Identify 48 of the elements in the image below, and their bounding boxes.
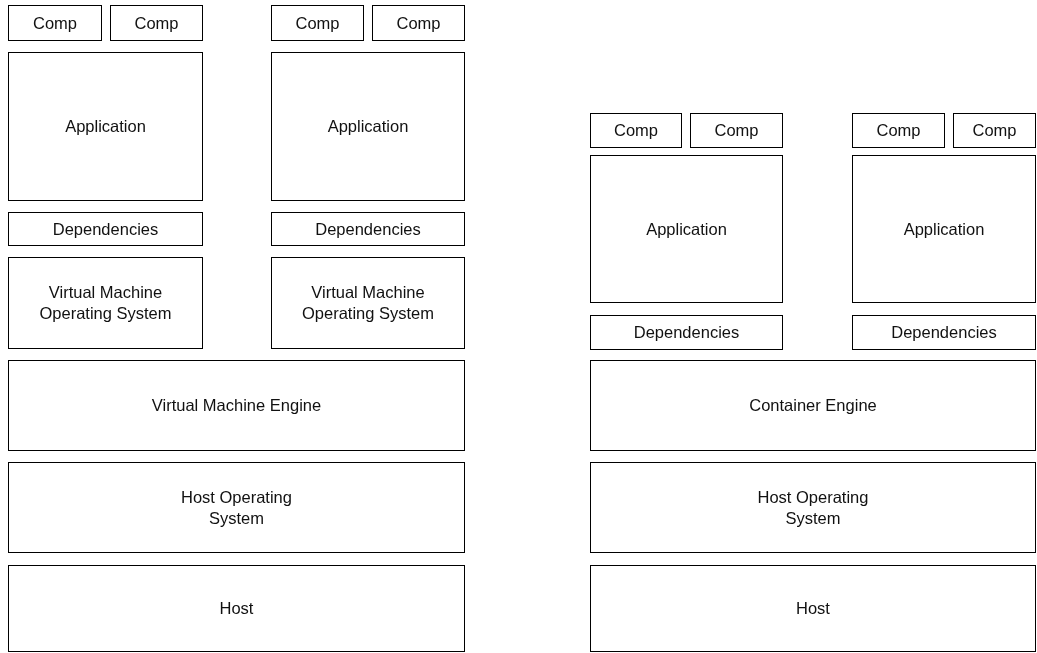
layer-box: [852, 113, 945, 148]
box-label: Dependencies: [891, 322, 997, 343]
box-label: Dependencies: [315, 218, 421, 240]
box-label: Host Operating System: [180, 486, 293, 529]
box-label: Host: [796, 598, 830, 619]
layer-box: [590, 462, 1036, 553]
layer-box: [8, 5, 102, 41]
layer-box: [590, 360, 1036, 451]
box-label: Container Engine: [749, 395, 877, 416]
box-label: Comp: [33, 12, 77, 34]
layer-box: [8, 360, 465, 451]
box-label: Application: [646, 218, 727, 240]
layer-box: [8, 462, 465, 553]
box-label: Comp: [295, 12, 340, 34]
box-label: Application: [327, 116, 409, 137]
box-label: Dependencies: [52, 218, 159, 240]
box-label: Host: [219, 598, 254, 619]
layer-box: [110, 5, 203, 41]
layer-box: [852, 315, 1036, 350]
layer-box: [852, 155, 1036, 303]
layer-box: [8, 565, 465, 652]
box-label: Application: [903, 218, 985, 240]
layer-box: [590, 315, 783, 350]
layer-box: [372, 5, 465, 41]
layer-box: [8, 212, 203, 246]
layer-box: [590, 113, 682, 148]
box-label: Comp: [714, 120, 759, 141]
box-label: Virtual Machine Operating System: [300, 282, 436, 324]
box-label: Application: [65, 116, 146, 137]
box-label: Comp: [614, 120, 658, 141]
layer-box: [8, 52, 203, 201]
layer-box: [271, 5, 364, 41]
box-label: Comp: [134, 12, 179, 34]
box-label: Comp: [972, 120, 1017, 141]
box-label: Virtual Machine Engine: [151, 395, 322, 416]
box-label: Host Operating System: [756, 486, 870, 529]
box-label: Comp: [876, 120, 921, 141]
layer-box: [8, 257, 203, 349]
box-label: Dependencies: [633, 322, 740, 343]
box-label: Virtual Machine Operating System: [38, 282, 173, 324]
layer-box: [690, 113, 783, 148]
layer-box: [590, 565, 1036, 652]
layer-box: [271, 212, 465, 246]
layer-box: [271, 257, 465, 349]
layer-box: [590, 155, 783, 303]
box-label: Comp: [396, 12, 441, 34]
layer-box: [271, 52, 465, 201]
layer-box: [953, 113, 1036, 148]
